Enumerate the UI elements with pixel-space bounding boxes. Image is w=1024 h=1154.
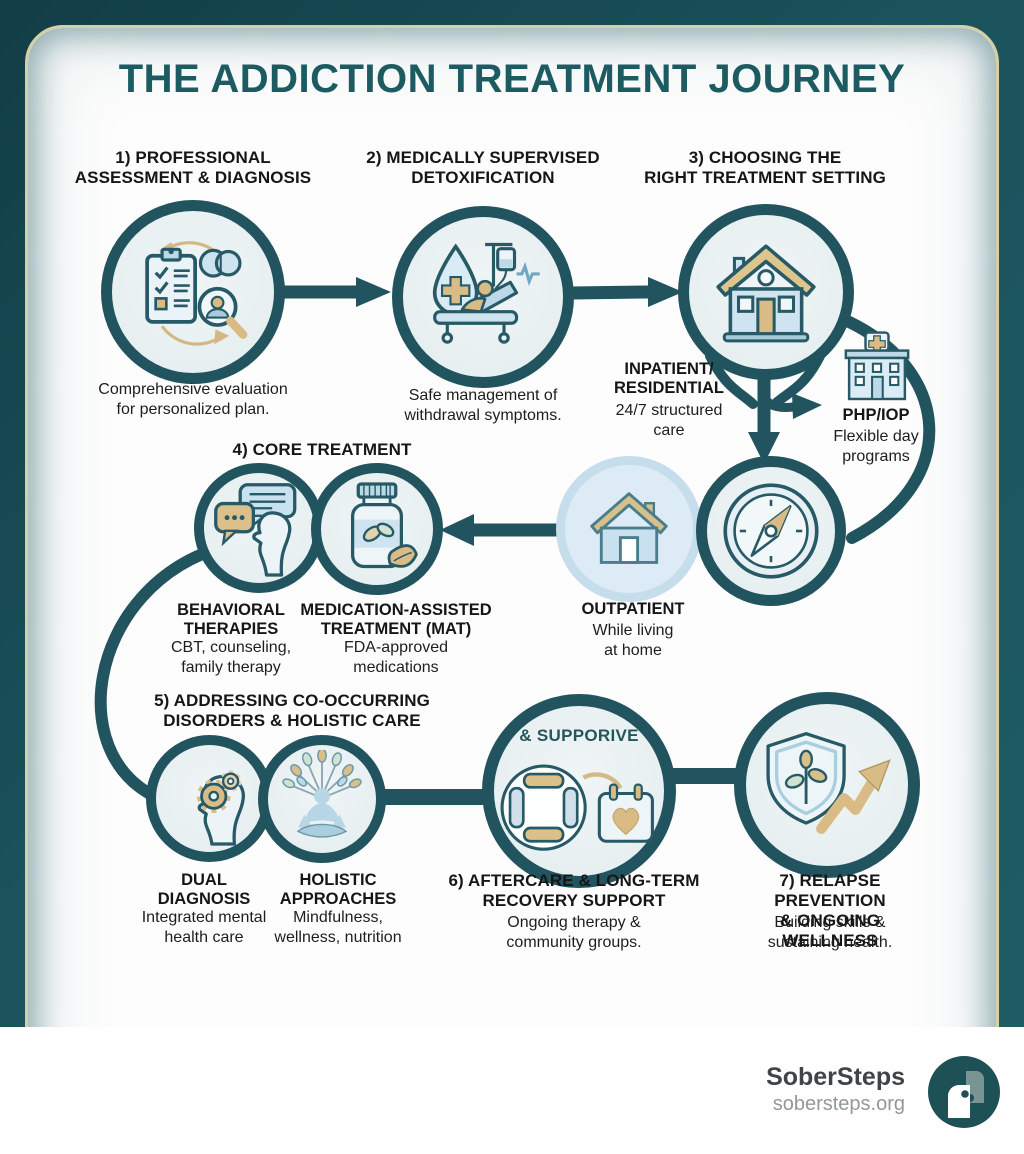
meditation-tree-icon xyxy=(282,750,362,838)
step6-heading: 6) AFTERCARE & LONG-TERM RECOVERY SUPPOR… xyxy=(448,871,700,910)
holistic-desc: Mindfulness, wellness, nutrition xyxy=(274,909,402,946)
step3-heading: 3) CHOOSING THE RIGHT TREATMENT SETTING xyxy=(644,148,886,187)
phpiop-label: PHP/IOP xyxy=(842,406,910,424)
dual-diagnosis-circle xyxy=(146,735,273,862)
hospital-building-icon xyxy=(844,331,910,401)
step1-circle xyxy=(101,200,285,384)
arrow-head-down xyxy=(748,432,780,464)
home-icon xyxy=(590,492,668,564)
chat-bubbles-profile-icon xyxy=(214,483,297,577)
arrow-head-mat xyxy=(440,514,474,546)
shield-growth-arrow-icon xyxy=(766,732,891,834)
pill-bottle-leaves-icon xyxy=(350,482,418,569)
detox-hospital-bed-icon xyxy=(432,242,540,344)
head-gears-icon xyxy=(196,769,245,846)
holistic-label: HOLISTIC APPROACHES xyxy=(279,871,397,908)
outpatient-label: OUTPATIENT xyxy=(581,600,685,618)
step1-caption: Comprehensive evaluation for personalize… xyxy=(98,381,288,418)
holistic-circle xyxy=(258,735,386,863)
step2-circle xyxy=(392,206,574,388)
relapse-circle xyxy=(734,692,920,878)
mat-circle xyxy=(311,463,443,595)
behavioral-circle xyxy=(194,463,324,593)
compass-icon xyxy=(723,483,819,579)
inpatient-label: INPATIENT/ RESIDENTIAL xyxy=(613,360,725,397)
step2-caption: Safe management of withdrawal symptoms. xyxy=(404,387,562,424)
brand-block: SoberSteps sobersteps.org xyxy=(766,1063,905,1116)
hands-calendar-heart-icon xyxy=(500,764,654,851)
behavioral-desc: CBT, counseling, family therapy xyxy=(170,639,292,676)
step2-heading: 2) MEDICALLY SUPERVISED DETOXIFICATION xyxy=(366,148,600,187)
arrow-head-1 xyxy=(356,277,391,307)
mat-label: MEDICATION-ASSISTED TREATMENT (MAT) xyxy=(300,601,492,638)
dual-desc: Integrated mental health care xyxy=(141,909,267,946)
page-title: THE ADDICTION TREATMENT JOURNEY xyxy=(118,57,906,101)
step7-heading: 7) RELAPSE PREVENTION & ONGOING WELLNESS xyxy=(774,871,886,950)
step6-caption: Ongoing therapy & community groups. xyxy=(506,914,642,951)
phpiop-desc: Flexible day programs xyxy=(833,428,919,465)
dual-label: DUAL DIAGNOSIS xyxy=(157,871,251,908)
step3-circle xyxy=(678,204,854,380)
house-icon xyxy=(716,244,816,343)
supporive-text: & SUPPORIVE xyxy=(519,726,639,745)
brand-url: sobersteps.org xyxy=(772,1092,905,1115)
aftercare-circle: & SUPPORIVE xyxy=(482,694,676,888)
arrow-head-2 xyxy=(648,277,683,307)
step5-heading: 5) ADDRESSING CO-OCCURRING DISORDERS & H… xyxy=(154,691,430,730)
outpatient-desc: While living at home xyxy=(592,622,674,659)
compass-circle xyxy=(696,456,846,606)
step7-caption: Building skills & sustaining health. xyxy=(767,914,893,951)
mat-desc: FDA-approved medications xyxy=(343,639,449,676)
step4-heading: 4) CORE TREATMENT xyxy=(232,440,412,459)
sobersteps-logo-icon xyxy=(928,1056,1000,1128)
behavioral-label: BEHAVIORAL THERAPIES xyxy=(177,601,285,638)
inpatient-desc: 24/7 structured care xyxy=(615,402,723,439)
step1-heading: 1) PROFESSIONAL ASSESSMENT & DIAGNOSIS xyxy=(74,148,312,187)
arrow-head-php xyxy=(792,393,822,419)
clipboard-brain-magnifier-icon xyxy=(145,241,248,346)
footer-band xyxy=(0,1027,1024,1154)
outpatient-circle xyxy=(556,456,702,602)
brand-name: SoberSteps xyxy=(766,1063,905,1091)
